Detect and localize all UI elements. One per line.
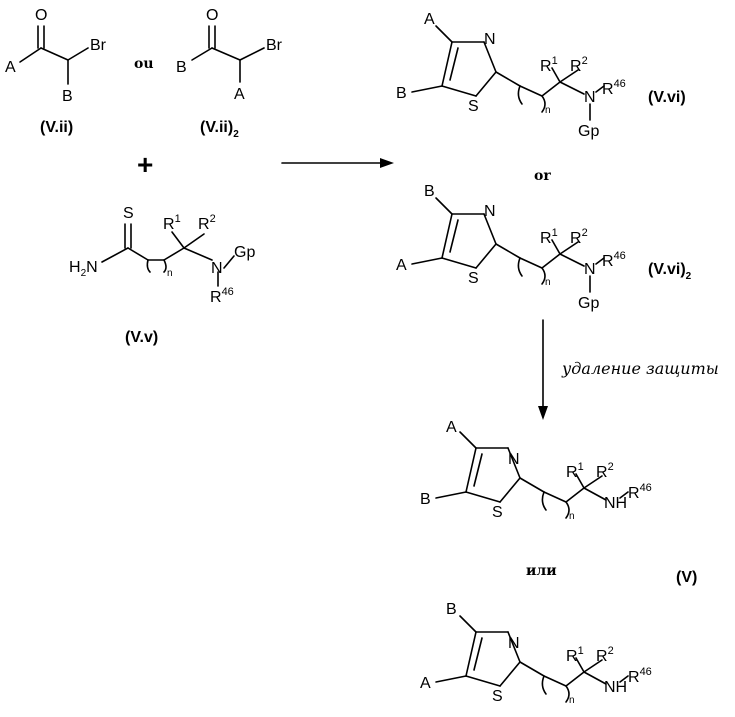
label-compound-vii: (V.ii) [40,119,73,136]
atom-Br: Br [266,37,283,54]
atom-B: B [446,601,457,618]
compound-v-isomer-2: B N A S n R1 R2 NH R46 [420,601,652,706]
atom-R46: R46 [628,666,652,686]
subscript-n: n [569,695,575,706]
atom-S: S [492,504,503,521]
compound-v-isomer-1: A N B S n R1 R2 NH R46 [420,419,652,522]
atom-A: A [234,86,245,103]
atom-O: O [35,7,47,24]
subscript-n: n [545,105,551,116]
atom-N: N [584,261,596,278]
word-ili: или [526,563,557,579]
atom-Gp: Gp [234,244,255,261]
atom-R1: R1 [163,213,181,233]
atom-N: N [508,635,520,652]
atom-B: B [62,88,73,105]
atom-B: B [420,491,431,508]
compound-vvi: A N B S n R1 R2 N R46 Gp (V.vi) [396,11,686,140]
atom-B: B [176,59,187,76]
subscript-n: n [545,277,551,288]
subscript-n: n [569,511,575,522]
atom-NH: NH [604,495,627,512]
plus-sign: + [137,149,153,180]
atom-NH: NH [604,679,627,696]
deprotection-arrow [538,320,548,420]
atom-R2: R2 [570,227,588,247]
atom-O: O [206,7,218,24]
atom-A: A [424,11,435,28]
atom-A: A [5,59,16,76]
label-compound-vvi2: (V.vi)2 [648,261,692,282]
atom-Gp: Gp [578,295,599,312]
atom-B: B [424,183,435,200]
label-compound-v: (V) [676,569,697,586]
atom-N: N [508,451,520,468]
atom-S: S [468,270,479,287]
word-or: or [534,168,551,184]
atom-R1: R1 [566,645,584,665]
label-compound-vv: (V.v) [125,329,158,346]
word-ou: ou [134,56,154,72]
atom-R2: R2 [570,55,588,75]
atom-R46: R46 [602,78,626,98]
atom-N: N [484,203,496,220]
atom-B: B [396,85,407,102]
label-compound-vii2: (V.ii)2 [200,119,239,140]
atom-Gp: Gp [578,123,599,140]
atom-R2: R2 [198,213,216,233]
atom-S: S [468,98,479,115]
compound-vv: S H2N n R1 R2 N Gp R46 (V.v) [69,205,255,346]
atom-N: N [584,89,596,106]
subscript-n: n [167,268,173,279]
atom-Br: Br [90,37,107,54]
reaction-arrow [282,158,394,168]
atom-A: A [446,419,457,436]
atom-N: N [484,31,496,48]
atom-R46: R46 [628,482,652,502]
atom-A: A [420,675,431,692]
compound-vvi2: B N A S n R1 R2 N R46 Gp (V.vi)2 [396,183,692,312]
atom-N: N [211,260,223,277]
atom-H2N: H2N [69,259,98,279]
deprotection-label: удаление защиты [561,359,719,378]
label-compound-vvi: (V.vi) [648,89,686,106]
compound-vii: O A Br B (V.ii) [5,7,107,136]
atom-R46: R46 [210,286,234,306]
atom-A: A [396,257,407,274]
atom-R1: R1 [566,461,584,481]
atom-S: S [492,688,503,705]
atom-R2: R2 [596,645,614,665]
atom-S: S [123,205,134,222]
compound-vii2: O B Br A (V.ii)2 [176,7,283,140]
atom-R2: R2 [596,461,614,481]
atom-R46: R46 [602,250,626,270]
